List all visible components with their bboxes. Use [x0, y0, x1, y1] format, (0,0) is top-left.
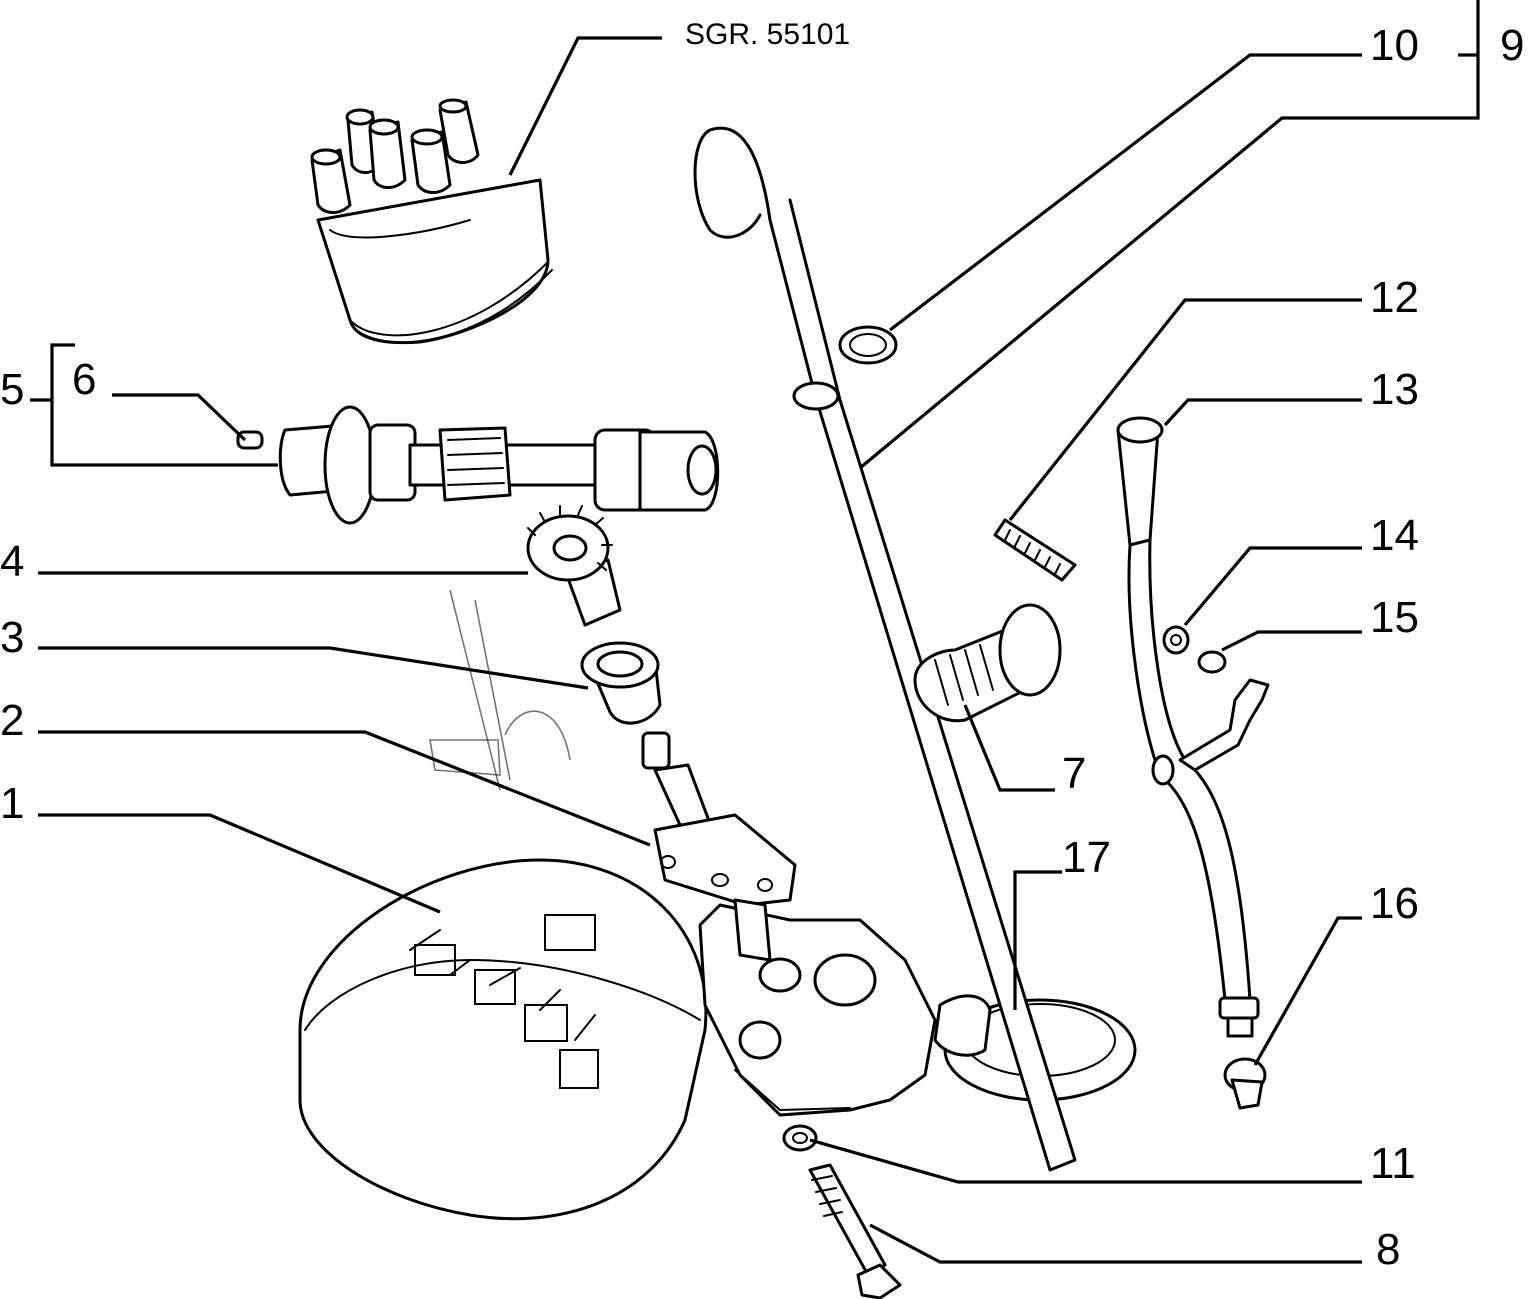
leader-lines: [30, 0, 1480, 1264]
stud-bolt: [993, 518, 1077, 582]
callout-15: 15: [1370, 593, 1419, 642]
callout-3: 3: [0, 613, 24, 662]
callout-8: 8: [1376, 1225, 1400, 1274]
callout-7: 7: [1062, 749, 1086, 798]
callout-5: 5: [0, 365, 24, 414]
pump-bolt: [808, 1163, 902, 1299]
diagram-labels: SGR. 55101 1 2 3 4 5 6 7 8 9 10 11 12 13…: [0, 18, 1524, 1274]
callout-2: 2: [0, 696, 24, 745]
drive-shaft-assembly: [236, 405, 720, 525]
bushing: [580, 641, 662, 725]
oil-pump-body: [698, 898, 937, 1117]
callout-16: 16: [1370, 879, 1419, 928]
callout-14: 14: [1370, 511, 1419, 560]
oil-filter: [298, 858, 708, 1221]
dipstick-guide-tube: [1116, 416, 1270, 1110]
callout-12: 12: [1370, 273, 1419, 322]
callout-10: 10: [1370, 21, 1419, 70]
engine-block-outline: [429, 589, 571, 791]
threaded-fitting: [913, 603, 1062, 723]
callout-4: 4: [0, 537, 24, 586]
distributor-cap: [310, 98, 553, 345]
drive-gear: [526, 505, 622, 627]
washer: [782, 1124, 818, 1152]
callout-11: 11: [1370, 1139, 1416, 1188]
dipstick-tube: [693, 126, 1077, 1172]
callout-13: 13: [1370, 365, 1419, 414]
callout-17: 17: [1062, 833, 1111, 882]
callout-1: 1: [0, 779, 24, 828]
pump-gasket: [653, 813, 797, 907]
reference-label: SGR. 55101: [685, 18, 850, 51]
callout-9: 9: [1500, 21, 1524, 70]
callout-6: 6: [72, 355, 96, 404]
